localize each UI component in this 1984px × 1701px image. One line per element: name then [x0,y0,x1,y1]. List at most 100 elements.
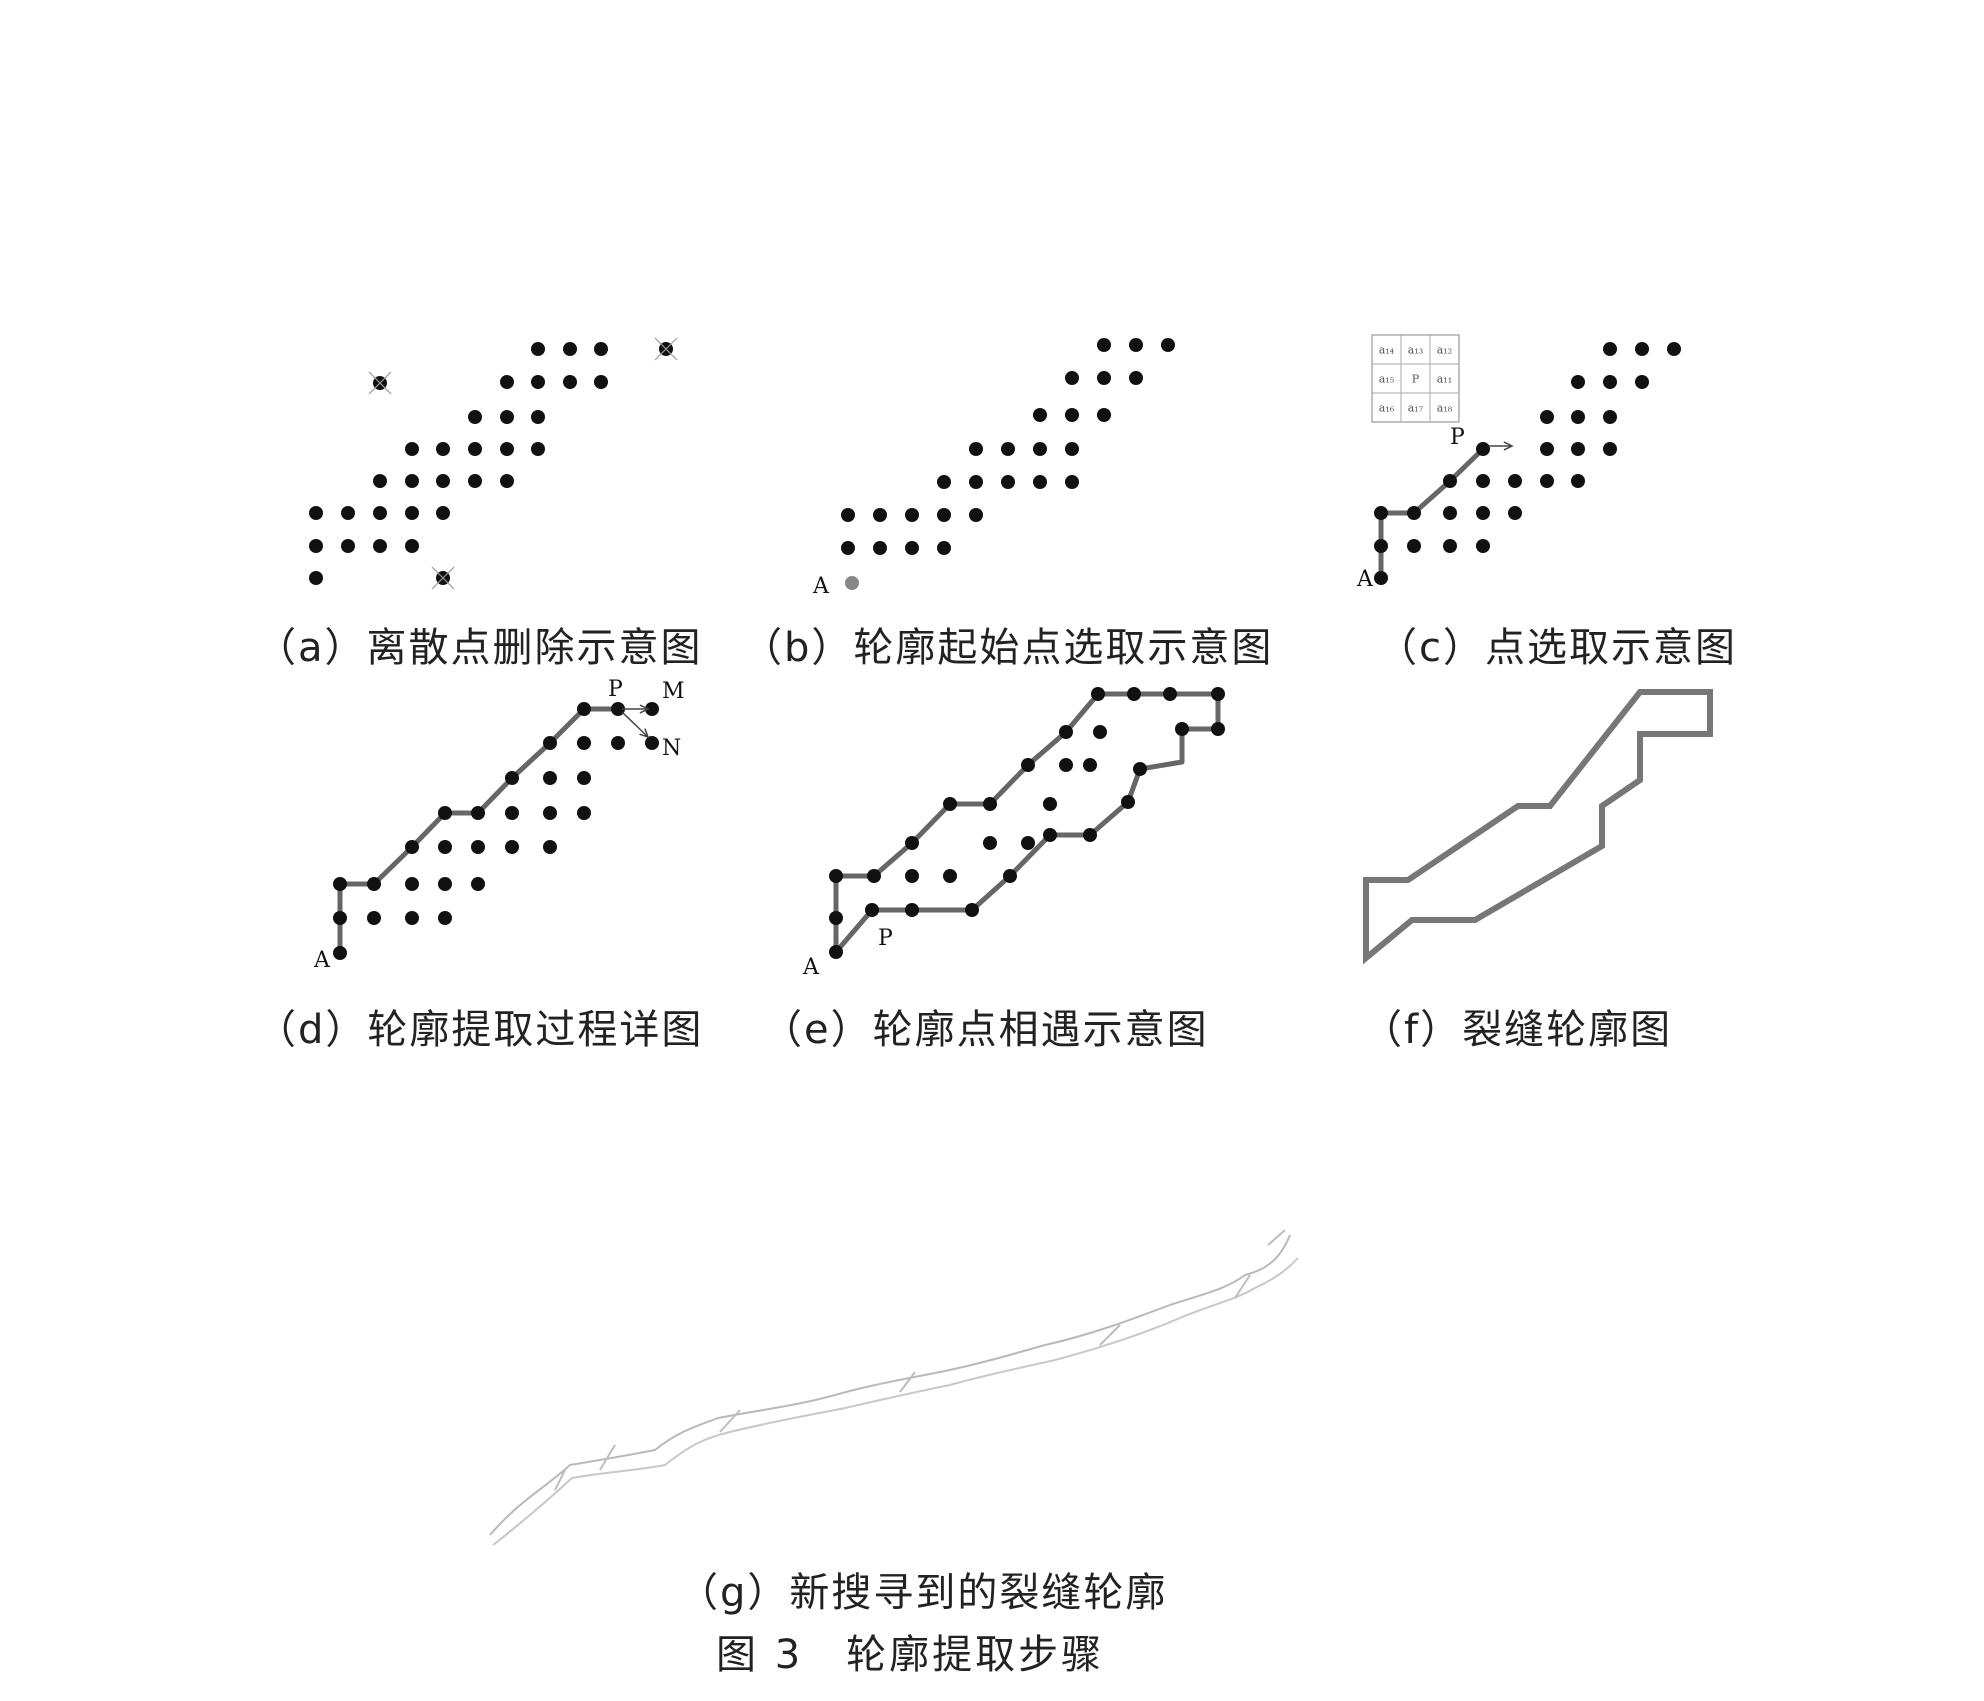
search-arrow-c-head [1503,441,1514,451]
panel-e-dot [1059,758,1073,772]
panel-d-dot [505,840,519,854]
figure-title: 图 3 轮廓提取步骤 [716,1632,1105,1678]
label-d-M: M [662,679,685,704]
panel-b-dot [969,442,983,456]
panel-b-dot [937,541,951,555]
panel-b-dot [905,508,919,522]
grid-cell-label: a₁₃ [1408,344,1423,357]
panel-a-dot [531,342,545,356]
panel-d-dot [543,806,557,820]
panel-a-dot [405,442,419,456]
panel-b-dot [1001,475,1015,489]
panel-d-dot [471,840,485,854]
crack-trace-upper [489,1234,1291,1536]
panel-a-dot [594,342,608,356]
panel-c-dot [1443,539,1457,553]
panel-d-dot [645,702,659,716]
panel-c-dot [1635,375,1649,389]
panel-b-dot [873,508,887,522]
crack-trace-detail [554,1229,1286,1491]
panel-c-dot [1443,506,1457,520]
panel-c-dot [1443,474,1457,488]
panel-a-dot [531,410,545,424]
grid-frame [1371,334,1460,423]
panel-a-dot [594,375,608,389]
caption-g: （g）新搜寻到的裂缝轮廓 [678,1570,1168,1616]
panel-b-dot [937,508,951,522]
panel-d-dot [438,911,452,925]
panel-e-dot [1163,687,1177,701]
panel-b-dot [841,541,855,555]
panel-d-dot [438,840,452,854]
panel-d-dot [333,911,347,925]
panel-b-dot [1033,408,1047,422]
label-d-N: N [662,736,681,761]
panel-d-dot [367,877,381,891]
panel-d-dot [611,736,625,750]
panel-e-dot [829,911,843,925]
outlier-cross [431,566,455,590]
panel-a-dot [500,474,514,488]
panel-a-dot [500,442,514,456]
panel-a-dot [309,506,323,520]
panel-a-dot [468,474,482,488]
panel-c-dot [1540,410,1554,424]
panel-d-dot [543,771,557,785]
label-e-A: A [802,955,820,980]
panel-e-dot [1083,828,1097,842]
caption-e: （e）轮廓点相遇示意图 [762,1007,1209,1053]
panel-e-dot [1043,828,1057,842]
panel-e-dot [1021,758,1035,772]
panel-d-dot [405,840,419,854]
panel-c-dot [1571,375,1585,389]
panel-b-dot [1065,408,1079,422]
panel-e-dot [965,903,979,917]
panel-b-dot [841,508,855,522]
panel-e-dot [829,945,843,959]
panel-c-dot [1407,539,1421,553]
panel-b-dot [1129,338,1143,352]
panel-b-dot [905,541,919,555]
panel-e-dot [1121,795,1135,809]
panel-e-dot [1133,762,1147,776]
panel-d-dot [577,771,591,785]
panel-a-dot [341,539,355,553]
start-point-A [845,576,859,590]
panel-a-dot [373,474,387,488]
panel-b-dot [1161,338,1175,352]
panel-d-dot [471,877,485,891]
caption-d: （d）轮廓提取过程详图 [256,1007,704,1053]
panel-a-dot [436,506,450,520]
panel-a-dot [468,410,482,424]
panel-b-dot [1033,442,1047,456]
panel-d-dot [471,806,485,820]
panel-d-dot [405,877,419,891]
panel-d-dot [505,771,519,785]
panel-a-dot [436,442,450,456]
panel-e-dot [865,903,879,917]
panel-c-dot [1540,442,1554,456]
panel-a-dot [563,342,577,356]
panel-a-dot [373,539,387,553]
panel-c-dot [1571,442,1585,456]
panel-d-dot [333,946,347,960]
panel-c-dot [1540,474,1554,488]
panel-a-dot [436,474,450,488]
panel-e-dot [1211,687,1225,701]
outlier-cross [368,371,392,395]
panel-e-dot [1127,687,1141,701]
grid-cell-label: a₁₇ [1408,402,1424,415]
label-d-P: P [608,677,623,702]
panel-e-dot [1043,797,1057,811]
panel-b-dot [969,508,983,522]
label-b-A: A [812,574,830,599]
panel-b-dot [873,541,887,555]
panel-e-dot [983,797,997,811]
label-d-A: A [313,948,331,973]
label-c-P: P [1450,425,1465,450]
